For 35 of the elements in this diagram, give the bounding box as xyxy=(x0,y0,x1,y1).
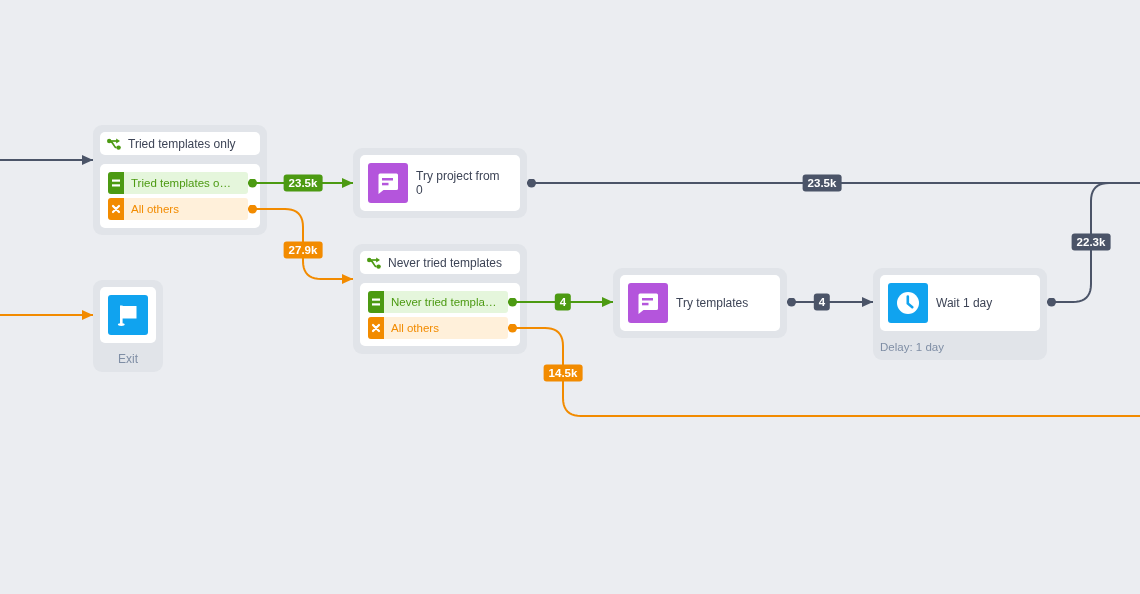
branch-row xyxy=(108,198,248,220)
delay-card xyxy=(873,268,1047,360)
branch-label: All others xyxy=(130,202,179,216)
branch-row xyxy=(108,172,248,194)
branch-label: All others xyxy=(390,321,439,335)
edge-label: 4 xyxy=(813,293,831,311)
message-card xyxy=(353,148,527,218)
flow-arrow xyxy=(507,297,614,307)
edge-label: 23.5k xyxy=(802,174,842,192)
flow-arrow xyxy=(0,155,94,165)
exit-card xyxy=(93,280,163,372)
branch-row xyxy=(368,317,508,339)
exit-label: Exit xyxy=(118,352,138,366)
node-title: Tried templates only xyxy=(128,136,236,151)
flow-arrow xyxy=(786,297,874,307)
flow-arrow xyxy=(247,204,354,284)
edge-label: 27.9k xyxy=(283,241,323,259)
split-card xyxy=(93,125,267,235)
branch-row xyxy=(368,291,508,313)
edge-label: 14.5k xyxy=(543,364,583,382)
step-label: Try project from 0 xyxy=(416,169,501,197)
edge-label: 22.3k xyxy=(1071,233,1111,251)
edge-label: 23.5k xyxy=(283,174,323,192)
flow-arrow xyxy=(0,310,94,320)
flow-line xyxy=(507,323,1140,417)
branch-label: Never tried templa… xyxy=(390,295,497,309)
flow-line xyxy=(1046,182,1140,307)
step-label: Wait 1 day xyxy=(936,296,993,310)
node-title: Never tried templates xyxy=(388,255,503,270)
branch-label: Tried templates o… xyxy=(130,176,231,190)
message-card xyxy=(613,268,787,338)
edge-label: 4 xyxy=(554,293,572,311)
split-card xyxy=(353,244,527,354)
delay-note: Delay: 1 day xyxy=(880,340,944,354)
step-label: Try templates xyxy=(676,296,749,310)
